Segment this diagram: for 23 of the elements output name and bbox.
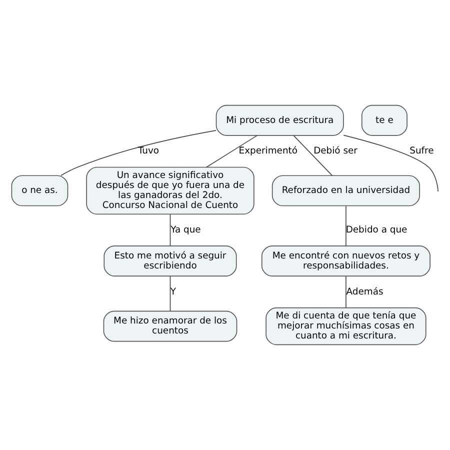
edge-label: Debió ser xyxy=(314,146,358,157)
edge-label: Ya que xyxy=(170,224,201,236)
node-box: Mi proceso de escritura xyxy=(216,104,344,136)
node-box: Esto me motivó a seguir escribiendo xyxy=(104,246,237,276)
edge-label: Sufre xyxy=(410,146,434,157)
connector xyxy=(293,135,333,176)
edge-label: Tuvo xyxy=(138,146,160,157)
connector xyxy=(170,214,171,246)
node-box: Me encontré con nuevos retos y responsabilidades. xyxy=(261,246,430,276)
node-box: Reforzado en la universidad xyxy=(272,175,420,206)
edge-label: Debido a que xyxy=(346,224,408,236)
connector xyxy=(60,130,216,176)
node-box: Un avance significativo después de que yo fuera una de las ganadoras del 2do. Concurso Nacional de Cuento xyxy=(86,166,254,215)
node-box: te e xyxy=(361,104,408,136)
edge-label: Y xyxy=(170,286,176,298)
connector xyxy=(206,135,258,168)
node-box: Me hizo enamorar de los cuentos xyxy=(103,310,238,342)
node-box: Me di cuenta de que tenía que mejorar muchísimas cosas en cuanto a mi escritura. xyxy=(266,307,426,346)
connector xyxy=(343,134,438,190)
node-box: o ne as. xyxy=(11,175,68,206)
edge-label: Experimentó xyxy=(238,146,298,157)
connector xyxy=(170,276,171,312)
edge-label: Además xyxy=(346,286,384,298)
